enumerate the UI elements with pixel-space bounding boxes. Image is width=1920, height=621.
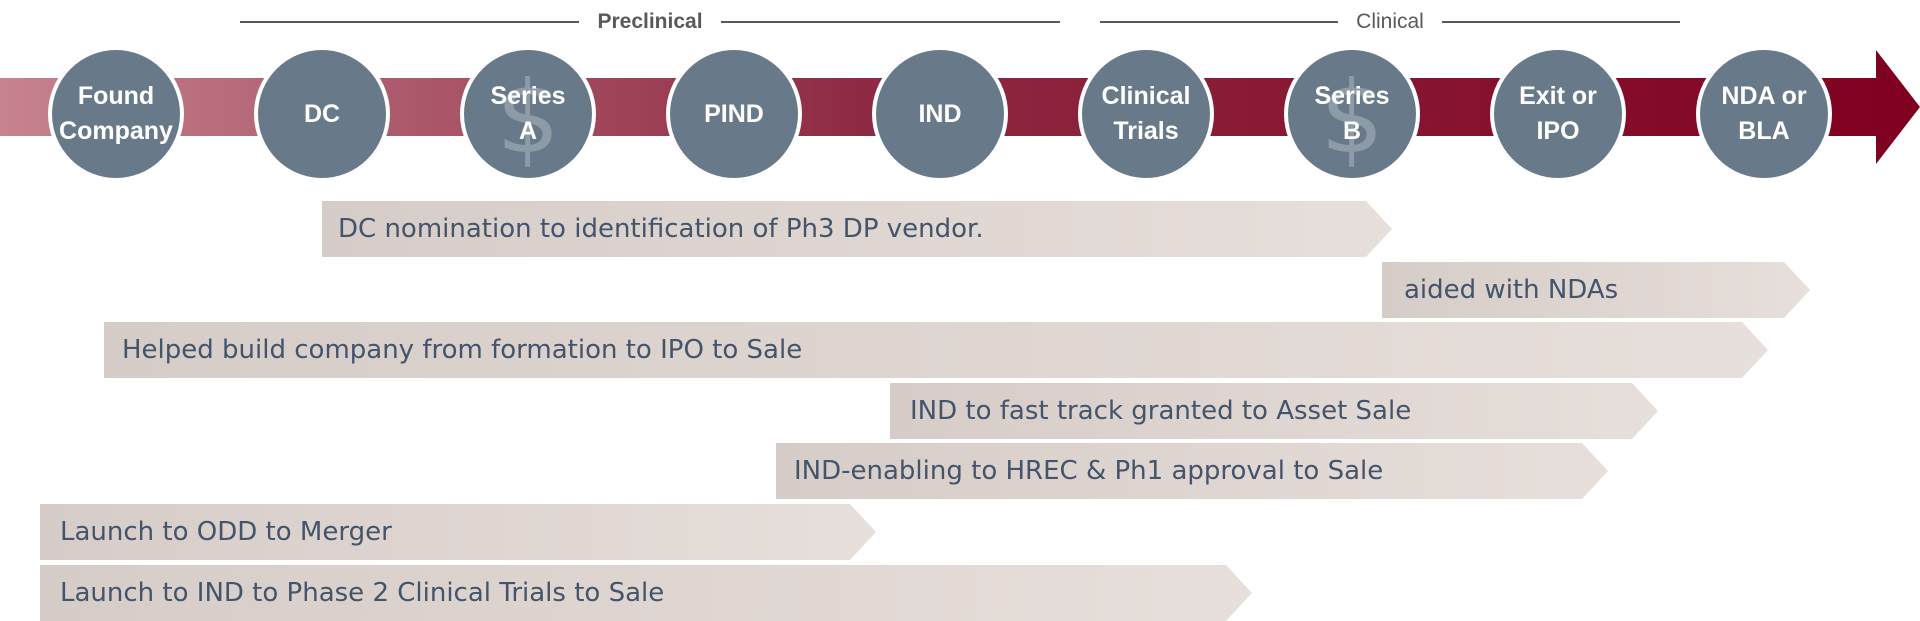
milestone-nda-or-bla: NDA or BLA bbox=[1696, 46, 1832, 182]
phase-label-preclinical: Preclinical bbox=[597, 10, 703, 33]
milestone-clinical-trials: Clinical Trials bbox=[1078, 46, 1214, 182]
phase-label-clinical: Clinical bbox=[1356, 10, 1424, 33]
milestone-label: DC bbox=[303, 99, 341, 128]
experience-bar-dc-to-ph3: DC nomination to identification of Ph3 D… bbox=[322, 201, 1392, 257]
milestone-label: Series B bbox=[1314, 82, 1390, 145]
experience-bar-label: IND-enabling to HREC & Ph1 approval to S… bbox=[794, 456, 1384, 486]
milestone-label: IND bbox=[918, 99, 962, 128]
experience-bar-label: Launch to IND to Phase 2 Clinical Trials… bbox=[60, 578, 665, 608]
experience-bar-ind-to-asset-sale: IND to fast track granted to Asset Sale bbox=[890, 383, 1658, 439]
milestone-pind: PIND bbox=[666, 46, 802, 182]
experience-bar-ndas: aided with NDAs bbox=[1382, 262, 1810, 318]
milestone-label: NDA or BLA bbox=[1721, 82, 1807, 145]
experience-bar-label: Helped build company from formation to I… bbox=[122, 335, 803, 365]
experience-bar-launch-to-merger: Launch to ODD to Merger bbox=[40, 504, 876, 560]
experience-bar-label: DC nomination to identification of Ph3 D… bbox=[338, 214, 984, 244]
milestone-label: Found Company bbox=[59, 82, 173, 145]
milestone-label: Exit or IPO bbox=[1519, 82, 1597, 145]
experience-bar-label: aided with NDAs bbox=[1404, 275, 1619, 305]
milestone-label: Series A bbox=[490, 82, 566, 145]
milestone-exit-or-ipo: Exit or IPO bbox=[1490, 46, 1626, 182]
milestone-series-b: $ Series B bbox=[1284, 46, 1420, 182]
milestone-label: Clinical Trials bbox=[1101, 82, 1191, 145]
milestone-dc: DC bbox=[254, 46, 390, 182]
experience-bar-label: IND to fast track granted to Asset Sale bbox=[910, 396, 1412, 426]
experience-bar-label: Launch to ODD to Merger bbox=[60, 517, 392, 547]
dollar-sign-icon: $ bbox=[1320, 59, 1384, 176]
phase-rule-left bbox=[1100, 21, 1339, 23]
dollar-sign-icon: $ bbox=[496, 59, 560, 176]
phase-rule-right bbox=[1441, 21, 1680, 23]
milestone-ind: IND bbox=[872, 46, 1008, 182]
phase-preclinical-header: Preclinical bbox=[240, 8, 1060, 36]
milestone-series-a: $ Series A bbox=[460, 46, 596, 182]
experience-bar-launch-to-phase2-sale: Launch to IND to Phase 2 Clinical Trials… bbox=[40, 565, 1252, 621]
phase-rule-right bbox=[720, 21, 1060, 23]
experience-bar-ind-enabling-to-sale: IND-enabling to HREC & Ph1 approval to S… bbox=[776, 443, 1608, 499]
phase-rule-left bbox=[240, 21, 580, 23]
milestone-label: PIND bbox=[704, 99, 764, 128]
experience-bar-formation-to-sale: Helped build company from formation to I… bbox=[104, 322, 1768, 378]
milestone-found-company: Found Company bbox=[48, 46, 184, 182]
phase-clinical-header: Clinical bbox=[1100, 8, 1680, 36]
